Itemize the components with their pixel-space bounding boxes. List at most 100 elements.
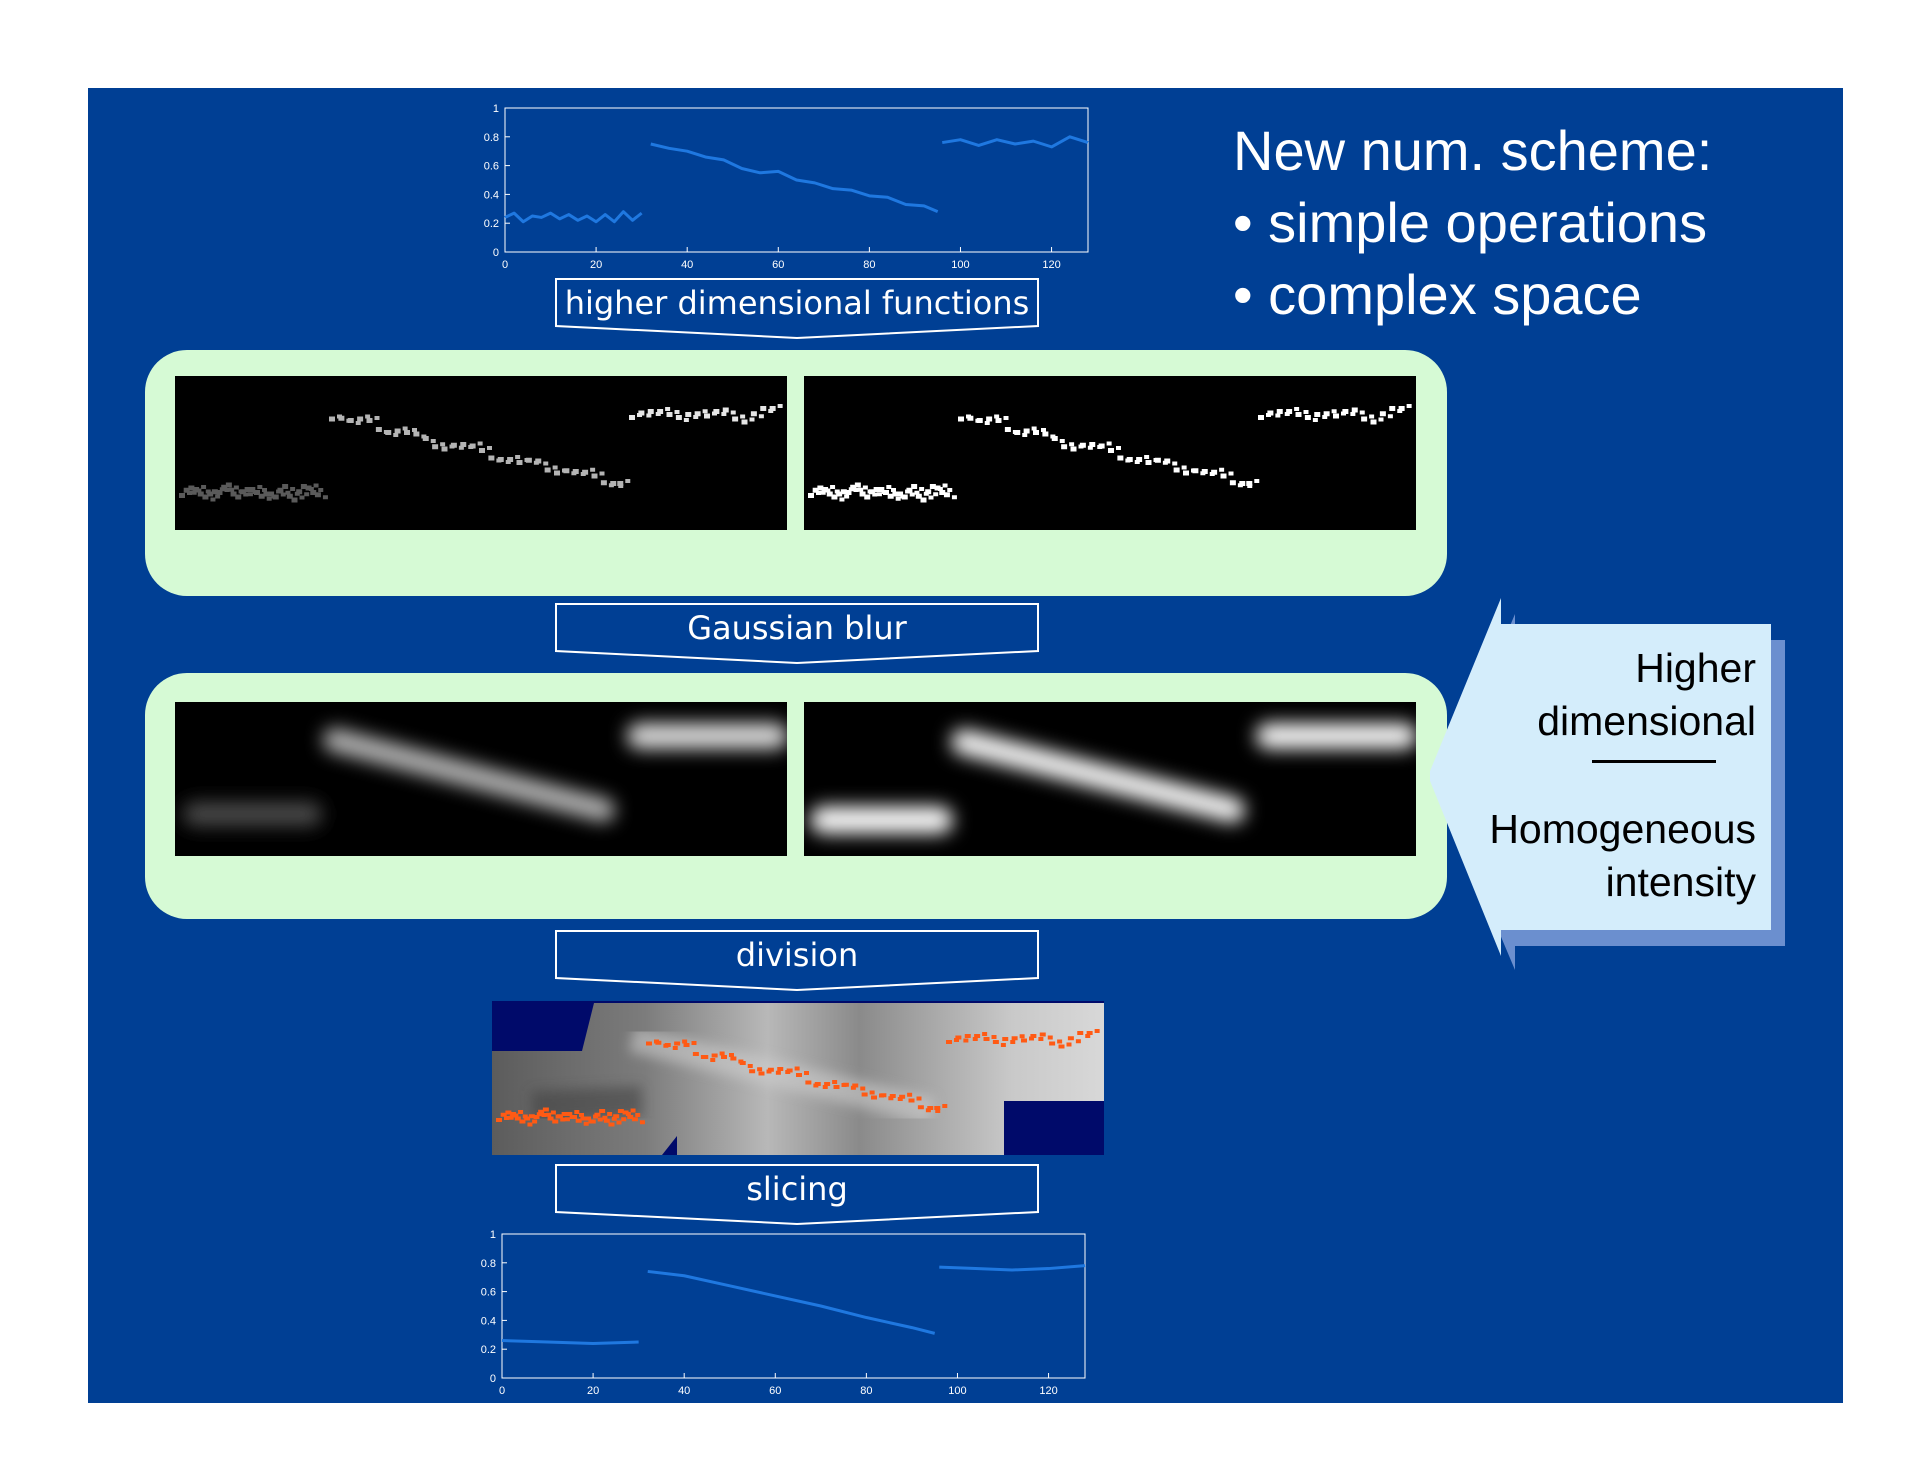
sample-pixel: [1059, 439, 1065, 443]
series-line-2: [647, 1269, 936, 1335]
sample-point: [925, 1108, 931, 1113]
sample-pixel: [1172, 461, 1178, 466]
bullet-text-1: simple operations: [1268, 191, 1708, 254]
y-tick-label: 0.8: [481, 1258, 496, 1270]
sample-pixel: [201, 485, 207, 489]
sample-pixel: [732, 416, 739, 422]
sample-pixel: [318, 488, 324, 492]
sample-point: [607, 1112, 613, 1116]
sample-pixel: [1286, 409, 1293, 414]
sample-pixel: [1144, 455, 1150, 459]
sample-pixel: [479, 448, 485, 453]
sample-pixel: [1192, 468, 1199, 474]
sample-pixel: [296, 489, 303, 495]
sample-pixel: [515, 455, 521, 459]
sample-pixel: [211, 489, 218, 495]
sample-pixel: [928, 495, 934, 500]
sample-point: [1030, 1034, 1037, 1038]
sample-pixel: [1351, 407, 1358, 413]
sample-pixel: [683, 418, 689, 422]
sample-pixel: [665, 407, 671, 411]
callout-line-2: dimensional: [1537, 698, 1756, 744]
sample-pixel: [1406, 404, 1412, 408]
sample-point: [1075, 1039, 1081, 1044]
sample-pixel: [839, 497, 845, 502]
sample-pixel: [1359, 410, 1365, 415]
sample-pixel: [374, 416, 380, 420]
sample-pixel: [257, 485, 263, 489]
sample-point: [991, 1035, 997, 1039]
sample-point: [611, 1116, 617, 1121]
sample-point: [672, 1046, 678, 1050]
sample-point: [888, 1096, 894, 1101]
x-tick-label: 120: [1039, 1385, 1057, 1397]
sample-pixel: [976, 418, 983, 423]
stage-label-arrow-shape: [555, 278, 1039, 340]
y-tick-label: 1: [490, 1229, 496, 1241]
sample-point: [702, 1055, 709, 1059]
sample-pixel: [183, 487, 190, 493]
sample-pixel: [1387, 414, 1393, 419]
x-tick-label: 40: [678, 1385, 690, 1397]
sample-pixel: [1004, 427, 1011, 432]
sample-pixel: [610, 481, 617, 486]
sample-pixel: [713, 409, 720, 414]
sample-pixel: [1342, 409, 1349, 414]
sample-point: [719, 1051, 725, 1056]
sample-point: [954, 1038, 959, 1042]
sample-point: [955, 1035, 962, 1040]
sample-point: [583, 1121, 589, 1126]
sample-pixel: [939, 490, 946, 495]
sample-pixel: [272, 494, 279, 500]
sample-pixel: [942, 483, 948, 488]
sample-pixel: [254, 490, 260, 495]
sample-point: [946, 1040, 952, 1044]
sample-pixel: [1323, 411, 1330, 417]
sample-pixel: [440, 442, 446, 447]
x-tick-label: 60: [772, 259, 784, 271]
sample-pixel: [758, 414, 764, 419]
sample-pixel: [730, 410, 736, 415]
sample-pixel: [197, 491, 204, 497]
sample-point: [514, 1116, 521, 1121]
sample-pixel: [1031, 426, 1037, 431]
sample-pixel: [488, 455, 495, 461]
sample-pixel: [1003, 416, 1009, 420]
sample-pixel: [247, 492, 253, 497]
sample-pixel: [1304, 415, 1311, 420]
sample-pixel: [1267, 410, 1274, 416]
sample-pixel: [258, 493, 265, 499]
sample-point: [621, 1117, 627, 1122]
x-tick-label: 0: [502, 259, 508, 271]
sample-pixel: [830, 485, 836, 489]
sample-pixel: [920, 497, 927, 503]
sample-point: [538, 1109, 545, 1114]
sample-pixel: [1229, 480, 1236, 486]
sample-point: [524, 1116, 531, 1121]
sample-pixel: [305, 485, 312, 491]
sample-point: [602, 1115, 608, 1120]
sample-pixel: [1033, 430, 1039, 435]
sample-point: [1077, 1031, 1084, 1035]
sample-pixel: [525, 457, 532, 463]
sample-pixel: [844, 494, 850, 499]
sample-point: [814, 1082, 821, 1086]
sample-pixel: [891, 488, 896, 492]
bullet-marker: •: [1233, 263, 1253, 326]
sample-pixel: [986, 416, 993, 422]
sample-point: [889, 1094, 896, 1098]
sample-pixel: [366, 418, 373, 423]
sample-pixel: [1061, 444, 1068, 450]
sample-point: [574, 1110, 580, 1114]
sample-point: [528, 1114, 535, 1119]
sample-pixel: [329, 416, 335, 422]
sample-point: [635, 1113, 641, 1117]
callout-divider: [1592, 760, 1716, 763]
sample-pixel: [812, 487, 819, 493]
sample-pixel: [262, 488, 267, 492]
sample-point: [934, 1106, 941, 1110]
sample-pixel: [934, 485, 941, 491]
sample-pixel: [868, 489, 875, 495]
sample-point: [832, 1080, 838, 1084]
